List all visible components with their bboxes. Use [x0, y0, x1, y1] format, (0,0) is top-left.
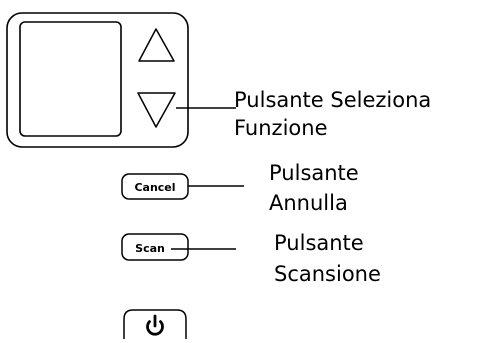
scan-button[interactable]	[121, 233, 189, 261]
cancel-button-label: Cancel	[134, 181, 175, 194]
function-select-label-line1: Pulsante Seleziona	[234, 88, 432, 112]
function-select-label-line2: Funzione	[234, 116, 328, 140]
scan-button-label: Scan	[135, 242, 165, 255]
up-arrow-icon[interactable]	[138, 28, 175, 62]
power-icon	[146, 314, 164, 336]
scan-label-line2: Scansione	[274, 262, 381, 286]
scan-label-line1: Pulsante	[274, 231, 364, 255]
cancel-label-line1: Pulsante	[269, 161, 359, 185]
cancel-label-line2: Annulla	[269, 191, 348, 215]
lcd-display	[19, 21, 122, 137]
down-arrow-icon[interactable]	[137, 92, 176, 128]
